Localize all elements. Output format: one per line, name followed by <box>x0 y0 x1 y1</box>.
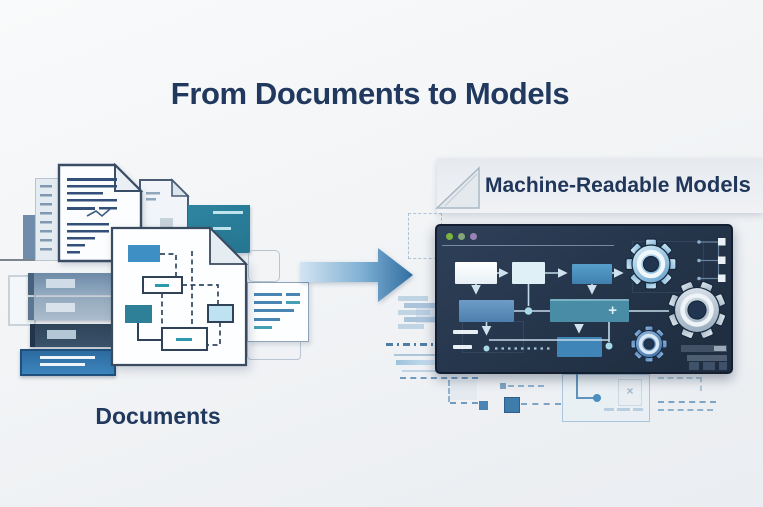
binder-bar <box>28 297 118 320</box>
decor-square <box>500 383 506 389</box>
documents-caption: Documents <box>95 403 221 429</box>
decor-dashed-line <box>658 401 716 403</box>
book-spine <box>23 215 36 259</box>
model-node <box>459 300 514 322</box>
binder-label <box>46 279 75 288</box>
doc-line <box>254 293 282 296</box>
page-fold-icon <box>435 166 480 209</box>
transform-arrow-icon <box>300 248 413 302</box>
binder-line <box>40 356 95 359</box>
flowchart-sketch-card <box>110 226 249 367</box>
decor-connector <box>576 374 601 402</box>
doc-line <box>286 293 300 296</box>
decor-dashed-line <box>448 380 450 402</box>
decor-ghost-doc-icon: × <box>618 379 642 406</box>
models-title-band <box>437 158 763 213</box>
decor-line <box>402 370 442 372</box>
doc-line <box>213 211 243 214</box>
page-edge-marks <box>40 185 52 253</box>
title-prefix: From Documents to <box>170 76 457 111</box>
decor-dashed-line <box>521 403 561 405</box>
decor-line <box>396 360 438 365</box>
decor-dashed-line <box>400 377 478 379</box>
binder-bar <box>28 273 117 295</box>
doc-line <box>254 309 294 312</box>
window-separator <box>442 245 614 246</box>
doc-line <box>254 301 282 304</box>
decor-dash <box>604 408 614 411</box>
decor-square <box>479 401 488 410</box>
binder-line <box>40 363 85 366</box>
binder-bar <box>30 324 117 347</box>
window-dot-purple-icon <box>470 233 477 240</box>
stacked-page-edge <box>35 178 59 261</box>
models-caption-prefix: Machine-Readable <box>485 174 670 197</box>
binder-label <box>46 303 75 312</box>
decor-dashed-line <box>700 377 702 391</box>
model-connectors <box>453 238 727 370</box>
title-emphasis: Models <box>464 76 570 111</box>
binder-bar <box>20 349 116 376</box>
decor-bar <box>404 317 446 322</box>
doc-line <box>213 227 231 230</box>
decor-dash <box>633 408 643 411</box>
gear-large-icon <box>625 238 677 290</box>
decor-bar <box>398 296 428 301</box>
decor-bar <box>398 310 430 315</box>
model-window: + <box>435 224 733 374</box>
doc-line <box>254 326 272 329</box>
decor-dashed-line <box>658 409 713 411</box>
binder-label <box>47 330 76 339</box>
window-dot-green-icon <box>446 233 453 240</box>
decor-bar <box>404 303 442 308</box>
gear-medium-icon <box>667 280 727 340</box>
decor-dash-dot-line <box>386 343 444 346</box>
decor-dash <box>617 408 630 411</box>
model-node: + <box>550 299 629 322</box>
models-caption-emphasis: Models <box>675 172 751 197</box>
decor-bar-stack <box>398 296 448 332</box>
decor-dashed-line <box>508 385 544 387</box>
decor-dashed-line <box>450 402 478 404</box>
decor-rounded-outline <box>248 250 280 282</box>
decor-square <box>504 397 520 413</box>
model-node <box>557 337 602 357</box>
doc-line <box>286 301 300 304</box>
doc-line <box>254 318 280 321</box>
model-node <box>512 262 545 284</box>
decor-ghost-box <box>450 380 477 400</box>
plus-icon: + <box>608 302 617 319</box>
decor-bar <box>398 324 424 329</box>
model-node <box>455 262 497 284</box>
model-node <box>572 264 612 284</box>
window-dot-olive-icon <box>458 233 465 240</box>
decor-dashed-line <box>658 377 702 379</box>
decor-line <box>394 354 442 356</box>
gear-small-icon <box>630 325 668 363</box>
document-notes-icon <box>247 282 309 342</box>
